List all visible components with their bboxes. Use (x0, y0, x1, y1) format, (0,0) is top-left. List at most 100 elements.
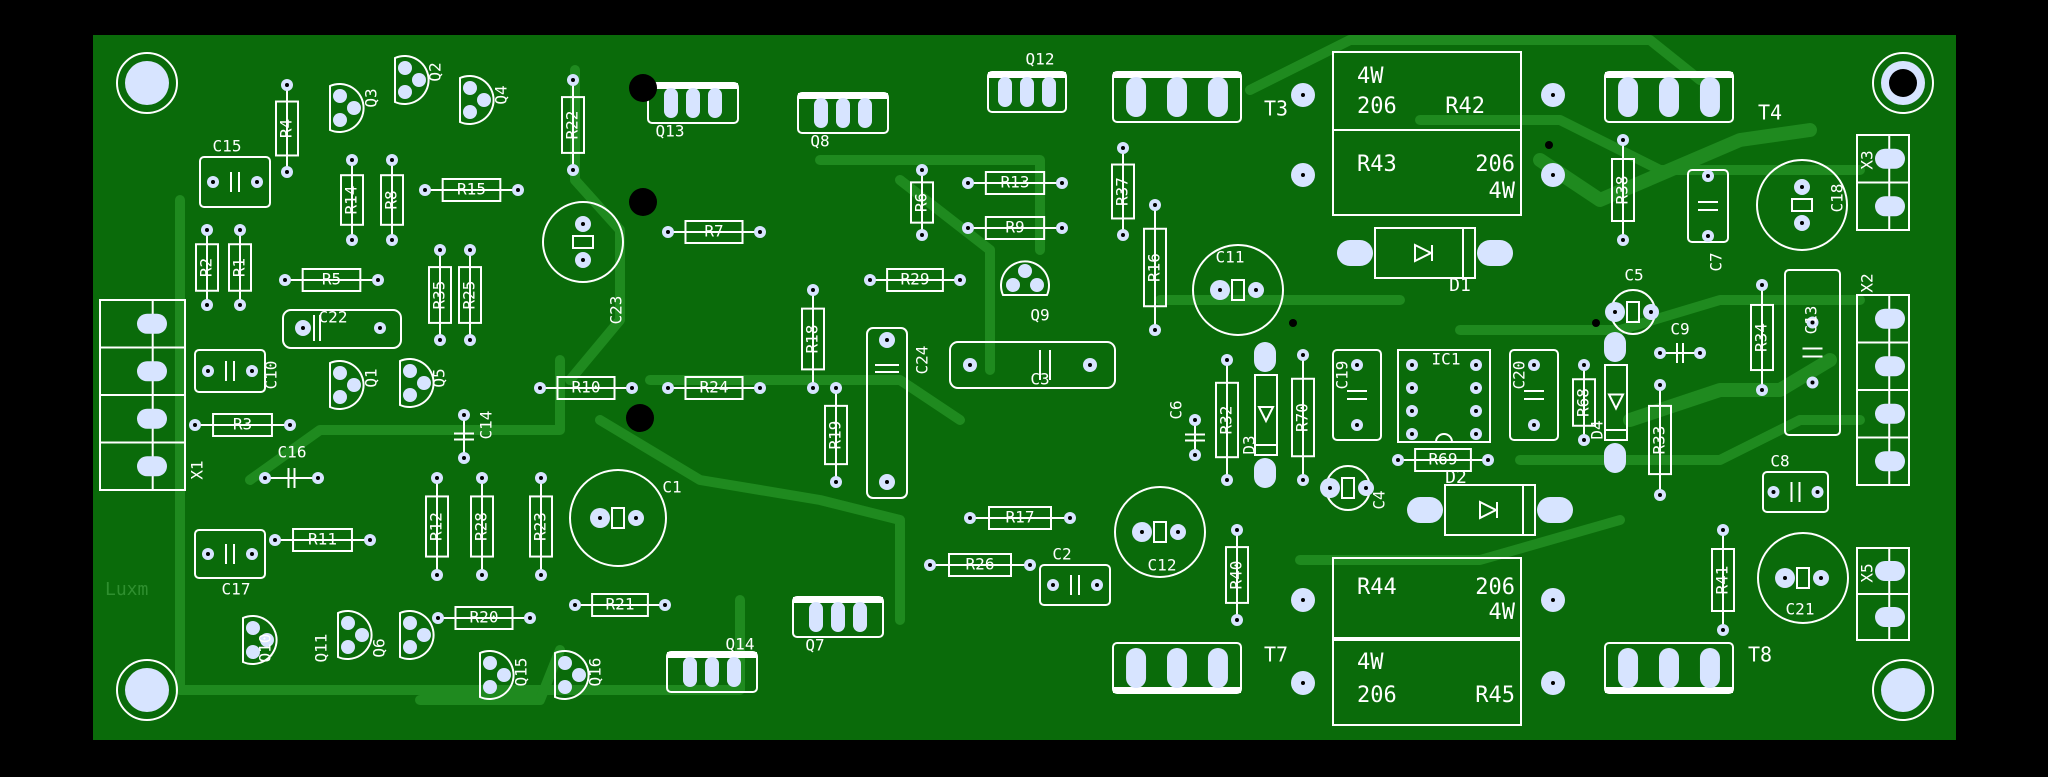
resistor-label-r17: R17 (1006, 508, 1035, 527)
resistor-body (984, 171, 1046, 195)
diode-pad (1537, 497, 1573, 523)
drill-hole (283, 278, 287, 282)
resistor-label-r21: R21 (606, 595, 635, 614)
drill-hole (206, 552, 210, 556)
capacitor-label-c5: C5 (1624, 266, 1643, 285)
capacitor-label-c2: C2 (1052, 545, 1071, 564)
resistor-body (340, 174, 364, 226)
transistor-pad (683, 657, 697, 687)
transistor-pad (708, 88, 722, 118)
resistor-body (454, 606, 514, 630)
to92-pad (477, 93, 491, 107)
polarity-mark (1791, 198, 1813, 212)
resistor-body (948, 553, 1012, 577)
drill-hole (436, 616, 440, 620)
drill-hole (1301, 353, 1305, 357)
drill-hole (1810, 380, 1815, 385)
power-transistor-pad (1659, 77, 1679, 117)
power-transistor-pad (1699, 77, 1720, 117)
power-rating-label: 4W (1357, 650, 1384, 675)
to92-transistor (459, 75, 495, 125)
to92-pad (483, 680, 497, 694)
drill-hole (1819, 576, 1823, 580)
terminal-pad (1875, 308, 1905, 329)
to92-pad (497, 668, 511, 682)
copper-track (895, 175, 995, 375)
drill-hole (1328, 486, 1332, 490)
capacitor-label-c17: C17 (222, 580, 251, 599)
terminal-pad (1875, 148, 1905, 169)
resistor-label-r7: R7 (704, 222, 723, 241)
capacitor-label-c12: C12 (1148, 556, 1177, 575)
diode-symbol (1414, 243, 1434, 263)
resistor-body (1215, 381, 1239, 459)
mounting-hole-outline (116, 659, 178, 721)
resistor-label-r10: R10 (572, 378, 601, 397)
drill-hole (350, 238, 354, 242)
power-resistor-body (1332, 129, 1522, 216)
diode-pad (1254, 342, 1276, 372)
copper-track (1455, 295, 1865, 335)
connector-label-x3: X3 (1858, 150, 1877, 169)
to92-pads (483, 656, 511, 694)
copper-track (245, 355, 565, 485)
drill-hole (1218, 288, 1222, 292)
resistor-body (801, 307, 825, 371)
drill-hole (1760, 388, 1764, 392)
drill-hole (480, 476, 484, 480)
capacitor-label-c4: C4 (1370, 490, 1389, 509)
drill-hole (1301, 173, 1305, 177)
transistor-pad (664, 88, 678, 118)
resistor-label-r33: R33 (1650, 426, 1669, 455)
electrolytic-capacitor-outline (1114, 486, 1206, 578)
drill-hole (205, 303, 209, 307)
heatsink-tab (1605, 687, 1733, 693)
terminal-pad (1875, 561, 1905, 581)
resistor-body (275, 100, 299, 157)
drill-hole (206, 369, 210, 373)
capacitor-label-c18: C18 (1828, 184, 1847, 213)
to92-pad (572, 668, 586, 682)
resistor-body (684, 376, 744, 400)
capacitor-outline (194, 529, 266, 579)
heatsink-tab (793, 597, 883, 603)
resistor-label-r11: R11 (308, 530, 337, 549)
transistor-label-q12: Q12 (1026, 50, 1055, 69)
resistor-body (195, 243, 219, 292)
diode-label-d4: D4 (1588, 420, 1607, 439)
to92-pad (1018, 264, 1032, 278)
drill-hole (1355, 363, 1359, 367)
drill-hole (1410, 409, 1414, 413)
to92-pad (246, 645, 260, 659)
resistor-body (428, 266, 452, 324)
diode-body (1374, 227, 1476, 279)
capacitor-label-c9: C9 (1670, 320, 1689, 339)
resistor-label-r4: R4 (277, 119, 296, 138)
to92-pad (333, 113, 347, 127)
power-transistor-pad (1167, 77, 1187, 117)
resistor-body (1225, 546, 1249, 604)
drill-hole (834, 480, 838, 484)
electrolytic-capacitor-outline (569, 469, 667, 567)
diode-body (1254, 374, 1278, 456)
to92-outline (329, 83, 365, 133)
copper-track (1415, 115, 1865, 175)
drill-hole (1364, 486, 1368, 490)
via (629, 74, 657, 102)
power-resistor-body (1332, 557, 1522, 639)
drill-hole (1153, 203, 1157, 207)
drill-hole (1783, 576, 1787, 580)
drill-hole (1028, 563, 1032, 567)
capacitor-label-c19: C19 (1333, 361, 1352, 390)
resistor-body (910, 181, 934, 224)
connector-label-x1: X1 (188, 460, 207, 479)
terminal-pad (137, 361, 167, 382)
to92-outline (459, 75, 495, 125)
to92-pads (403, 616, 431, 654)
diode-label-d3: D3 (1240, 435, 1259, 454)
to92-pad (347, 101, 361, 115)
to92-outline (399, 358, 435, 408)
drill-hole (1355, 423, 1359, 427)
drill-hole (1396, 458, 1400, 462)
diode-body (1604, 364, 1628, 441)
